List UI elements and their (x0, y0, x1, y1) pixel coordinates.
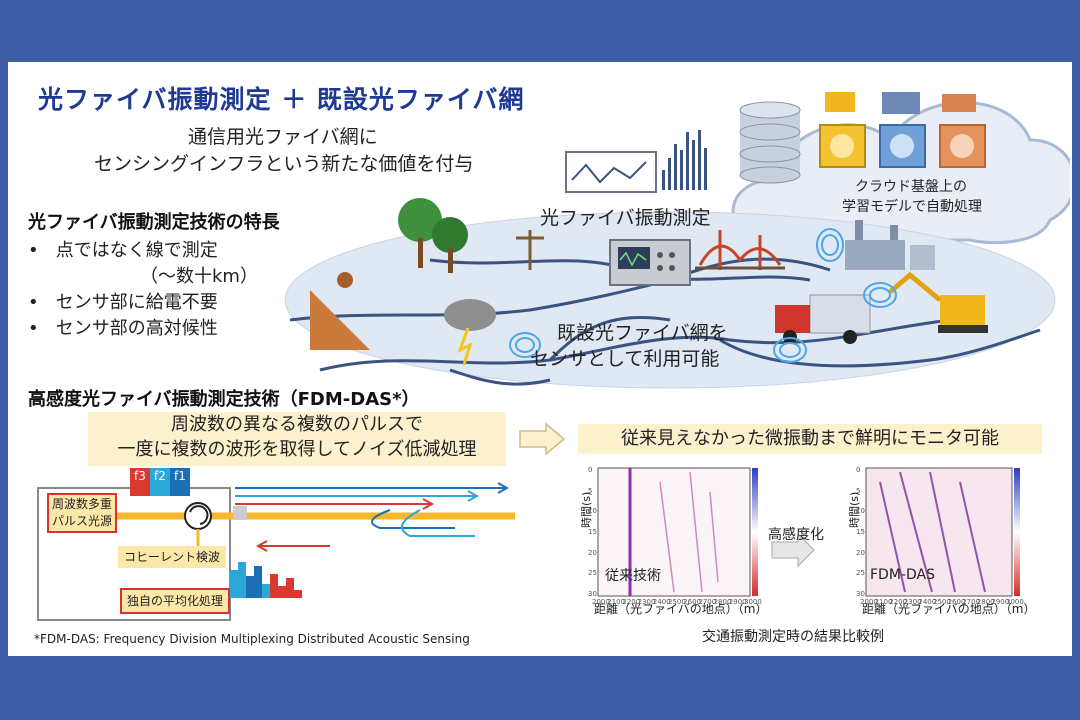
factory-icon (845, 220, 935, 270)
pulse-source-label-2: パルス光源 (51, 514, 112, 528)
y-tick-label: 15 (856, 528, 865, 536)
heatmap-left-xlabel: 距離（光ファイバの地点）（m） (594, 602, 768, 616)
y-tick-label: 25 (856, 569, 865, 578)
x-tick-label: 2700 (698, 598, 717, 606)
freq-label-f1: f1 (174, 469, 186, 483)
footnote: *FDM-DAS: Frequency Division Multiplexin… (34, 632, 470, 646)
y-tick-label: 5 (588, 486, 593, 495)
fdm-description-line-2: 一度に複数の波形を取得してノイズ低減処理 (117, 439, 477, 460)
ai-model-icons (819, 92, 986, 168)
x-tick-label: 2500 (933, 598, 951, 606)
x-tick-label: 2600 (947, 598, 966, 606)
y-tick-label: 25 (588, 569, 597, 578)
vibration-wave-icons (509, 228, 897, 363)
enhancement-label: 高感度化 (768, 527, 824, 543)
feature-bullet-1: • 点ではなく線で測定 (28, 240, 218, 261)
database-icon (739, 101, 801, 184)
feature-bullet-1-detail: （～数十km） (140, 266, 258, 287)
freq-label-f3: f3 (134, 469, 146, 483)
x-tick-label: 2200 (889, 598, 908, 606)
vibration-signal-icon (662, 130, 707, 190)
x-tick-label: 2300 (637, 598, 656, 606)
y-tick-label: 0 (856, 466, 861, 474)
storm-cloud-icon (444, 299, 496, 331)
comparison-heatmaps (597, 467, 1020, 597)
x-tick-label: 2000 (592, 598, 610, 606)
y-tick-label: 30 (588, 590, 597, 598)
x-tick-label: 2800 (976, 598, 995, 606)
result-box: 従来見えなかった微振動まで鮮明にモニタ可能 (578, 424, 1042, 454)
instrument-label: 光ファイバ振動測定 (540, 207, 711, 229)
x-tick-label: 2400 (652, 598, 671, 606)
x-tick-label: 2900 (728, 598, 747, 606)
bridge-icon (695, 230, 785, 270)
excavator-icon (888, 271, 988, 333)
page-title: 光ファイバ振動測定 ＋ 既設光ファイバ網 (38, 85, 525, 114)
network-map-illustration (284, 92, 1070, 389)
pulse-source-label-1: 周波数多重 (51, 497, 112, 511)
x-tick-label: 2800 (713, 598, 732, 606)
result-arrow-icon (519, 422, 566, 456)
truck-icon (775, 294, 871, 344)
x-tick-label: 2200 (622, 598, 641, 606)
cloud-label-line-1: クラウド基盤上の (855, 179, 967, 195)
comparison-caption: 交通振動測定時の結果比較例 (702, 629, 884, 645)
landslide-icon (310, 290, 370, 350)
heatmap-left-label: 従来技術 (605, 568, 661, 584)
utility-pole-icon (516, 230, 544, 270)
x-tick-label: 2900 (991, 598, 1010, 606)
averaging-box: 独自の平均化処理 (120, 588, 230, 614)
x-tick-label: 2600 (683, 598, 702, 606)
fdm-description-box: 周波数の異なる複数のパルスで 一度に複数の波形を取得してノイズ低減処理 (88, 412, 506, 466)
features-heading: 光ファイバ振動測定技術の特長 (28, 212, 280, 233)
subtitle-line-1: 通信用光ファイバ網に (188, 126, 378, 148)
feature-bullet-3: • センサ部の高対候性 (28, 318, 218, 339)
x-tick-label: 2100 (607, 598, 626, 606)
network-label-line-2: センサとして利用可能 (530, 348, 720, 370)
y-tick-label: 20 (856, 548, 865, 557)
feature-bullet-2: • センサ部に給電不要 (28, 292, 218, 313)
network-label-line-1: 既設光ファイバ網を (557, 322, 728, 344)
x-tick-label: 3000 (1006, 598, 1024, 606)
heatmap-right-xlabel: 距離（光ファイバの地点）（m） (862, 602, 1036, 616)
x-tick-label: 2000 (860, 598, 878, 606)
x-tick-label: 2100 (874, 598, 893, 606)
coherent-detection-box: コヒーレント検波 (118, 546, 226, 568)
y-tick-label: 10 (856, 507, 865, 516)
subtitle-line-2: センシングインフラという新たな価値を付与 (94, 153, 474, 175)
freq-label-f2: f2 (154, 469, 166, 483)
y-tick-label: 5 (856, 486, 861, 495)
heatmap-right-label: FDM-DAS (870, 567, 935, 583)
x-tick-label: 3000 (744, 598, 762, 606)
y-tick-label: 10 (588, 507, 597, 516)
fdm-description-line-1: 周波数の異なる複数のパルスで (171, 414, 423, 435)
x-tick-label: 2500 (668, 598, 686, 606)
y-tick-label: 30 (856, 590, 865, 598)
y-tick-label: 0 (588, 466, 593, 474)
cloud-label-line-2: 学習モデルで自動処理 (842, 199, 982, 215)
measurement-instrument-icon (609, 239, 691, 286)
x-tick-label: 2300 (903, 598, 922, 606)
fdm-das-schematic (37, 468, 515, 621)
fdm-heading: 高感度光ファイバ振動測定技術（FDM-DAS*） (28, 389, 420, 410)
x-tick-label: 2700 (962, 598, 981, 606)
y-tick-label: 15 (588, 528, 597, 536)
x-tick-label: 2400 (918, 598, 937, 606)
pulse-source-box: 周波数多重 パルス光源 (47, 493, 117, 533)
forest-icon (398, 198, 468, 273)
waveform-monitor-icon (565, 151, 657, 193)
y-tick-label: 20 (588, 548, 597, 557)
